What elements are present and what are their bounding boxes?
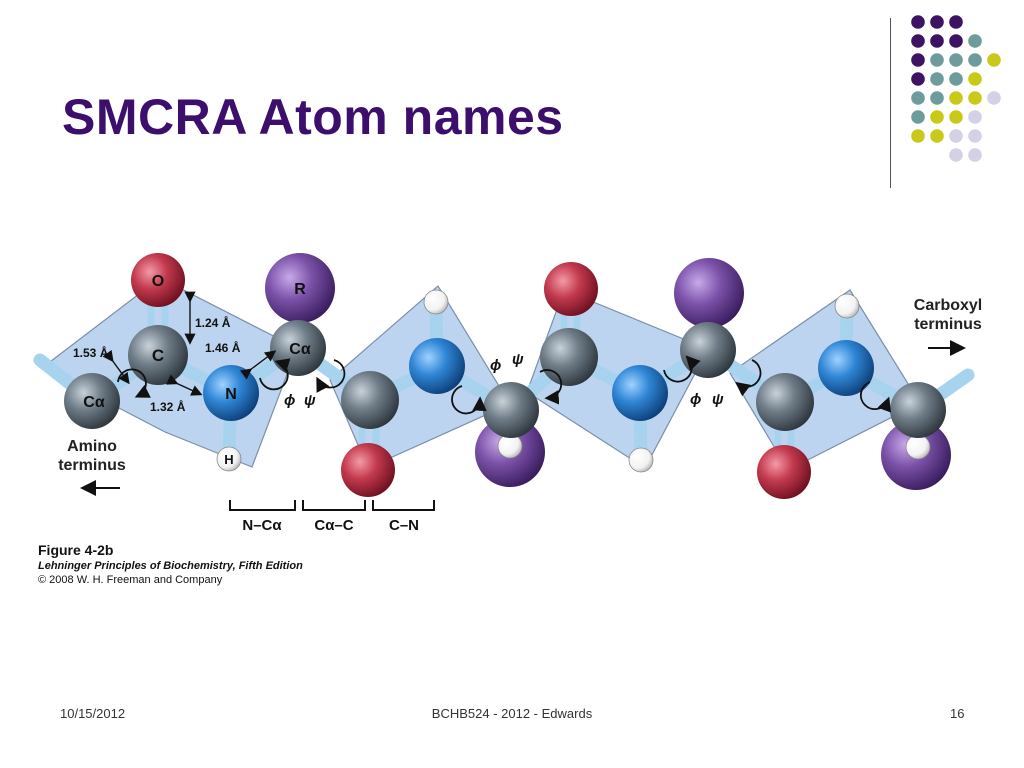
oxygen-atom-2 [341,443,395,497]
label-nitrogen: N [225,386,237,403]
label-hydrogen: H [224,452,233,467]
decorative-dot [987,91,1001,105]
decorative-dot [968,34,982,48]
carbon-atom-2 [341,371,399,429]
decorative-dot [949,53,963,67]
atom-labels: O R C Cα N H Cα [83,273,311,467]
phi-symbol-1: ϕ [284,392,295,409]
bond-group-ca-c: Cα–C [314,517,353,534]
oxygen-atom-1 [131,253,185,307]
decorative-dot [930,34,944,48]
label-r-group: R [294,281,306,298]
decorative-dot [949,148,963,162]
decorative-dot [949,15,963,29]
atoms [64,253,951,499]
rotation-arrows [117,355,891,415]
nitrogen-atom-3 [612,365,668,421]
bond-length-markers [102,291,277,396]
decorative-dot [911,129,925,143]
terminus-labels: Amino terminus Carboxyl terminus [58,297,982,474]
decorative-dot [968,91,982,105]
copyright-line: © 2008 W. H. Freeman and Company [38,574,223,586]
psi-symbol-1: ψ [304,392,316,409]
phi-symbol-3: ϕ [690,391,701,408]
decorative-dot [911,110,925,124]
alpha-carbon-atom-4 [680,322,736,378]
alpha-carbon-atom-1 [64,373,120,429]
decorative-dot [968,110,982,124]
peptide-backbone-figure: O R C Cα N H Cα 1.24 Å 1.53 Å 1.46 Å 1.3… [33,253,982,534]
decorative-dot [930,129,944,143]
carbon-atom-4 [756,373,814,431]
oxygen-atom-4 [757,445,811,499]
hydrogen-atom-2 [423,289,449,315]
decorative-dot [911,15,925,29]
figure-caption: Figure 4-2b Lehninger Principles of Bioc… [38,542,303,586]
book-title: Lehninger Principles of Biochemistry, Fi… [38,560,303,572]
footer-date: 10/15/2012 [60,706,126,721]
alpha-carbon-atom-5 [890,382,946,438]
psi-symbol-3: ψ [712,391,724,408]
amino-terminus-line2: terminus [58,457,126,474]
torsion-symbols: ϕ ψ ϕ ψ ϕ ψ [284,351,724,409]
bond-length-nca: 1.46 Å [205,340,241,355]
carboxyl-terminus-line2: terminus [914,316,982,333]
bond-group-c-n: C–N [389,517,419,534]
r-group-atom-3 [674,258,744,328]
amino-terminus-line1: Amino [67,438,117,455]
nitrogen-atom-2 [409,338,465,394]
decorative-dot [949,34,963,48]
nitrogen-atom-4 [818,340,874,396]
decorative-dot [968,72,982,86]
decorative-dot [968,53,982,67]
bond-group-labels: N–Cα Cα–C C–N [242,517,419,534]
decorative-dot [911,53,925,67]
hydrogen-atom-5 [834,293,860,319]
slide-title: SMCRA Atom names [62,89,564,145]
decorative-dot [968,129,982,143]
decorative-dot-cluster [911,15,1001,162]
decorative-dot [911,34,925,48]
footer-page-number: 16 [950,706,965,721]
decorative-dot [930,91,944,105]
decorative-dot [968,148,982,162]
hydrogen-atom-1 [216,446,242,472]
label-alpha-carbon-1: Cα [83,394,105,411]
bond-length-cn: 1.32 Å [150,399,186,414]
carboxyl-terminus-line1: Carboxyl [914,297,982,314]
terminus-arrows [80,340,966,496]
label-oxygen: O [152,273,164,290]
decorative-dot [949,91,963,105]
hydrogen-atom-6 [905,434,931,460]
decorative-dot [949,72,963,86]
decorative-dot [930,15,944,29]
alpha-carbon-atom-3 [483,382,539,438]
carbon-atom-1 [128,325,188,385]
decorative-dot [987,53,1001,67]
bond-length-labels: 1.24 Å 1.53 Å 1.46 Å 1.32 Å [73,315,241,414]
decorative-dot [911,91,925,105]
decorative-dot [949,129,963,143]
figure-number: Figure 4-2b [38,542,114,558]
oxygen-atom-3 [544,262,598,316]
psi-symbol-2: ψ [512,351,524,368]
carbon-atom-3 [540,328,598,386]
footer-course: BCHB524 - 2012 - Edwards [431,706,593,721]
hydrogen-atom-4 [628,447,654,473]
phi-symbol-2: ϕ [490,357,501,374]
bond-group-n-ca: N–Cα [242,517,282,534]
label-carbon: C [152,346,164,365]
bond-length-co: 1.24 Å [195,315,231,330]
bond-group-brackets [229,500,435,511]
bond-length-cac: 1.53 Å [73,345,109,360]
decorative-dot [930,53,944,67]
r-group-atom-1 [265,253,335,323]
decorative-dot [930,72,944,86]
decorative-dot [930,110,944,124]
label-alpha-carbon-2: Cα [289,341,311,358]
decorative-dot [949,110,963,124]
decorative-dot [911,72,925,86]
title-divider-line [890,18,891,188]
